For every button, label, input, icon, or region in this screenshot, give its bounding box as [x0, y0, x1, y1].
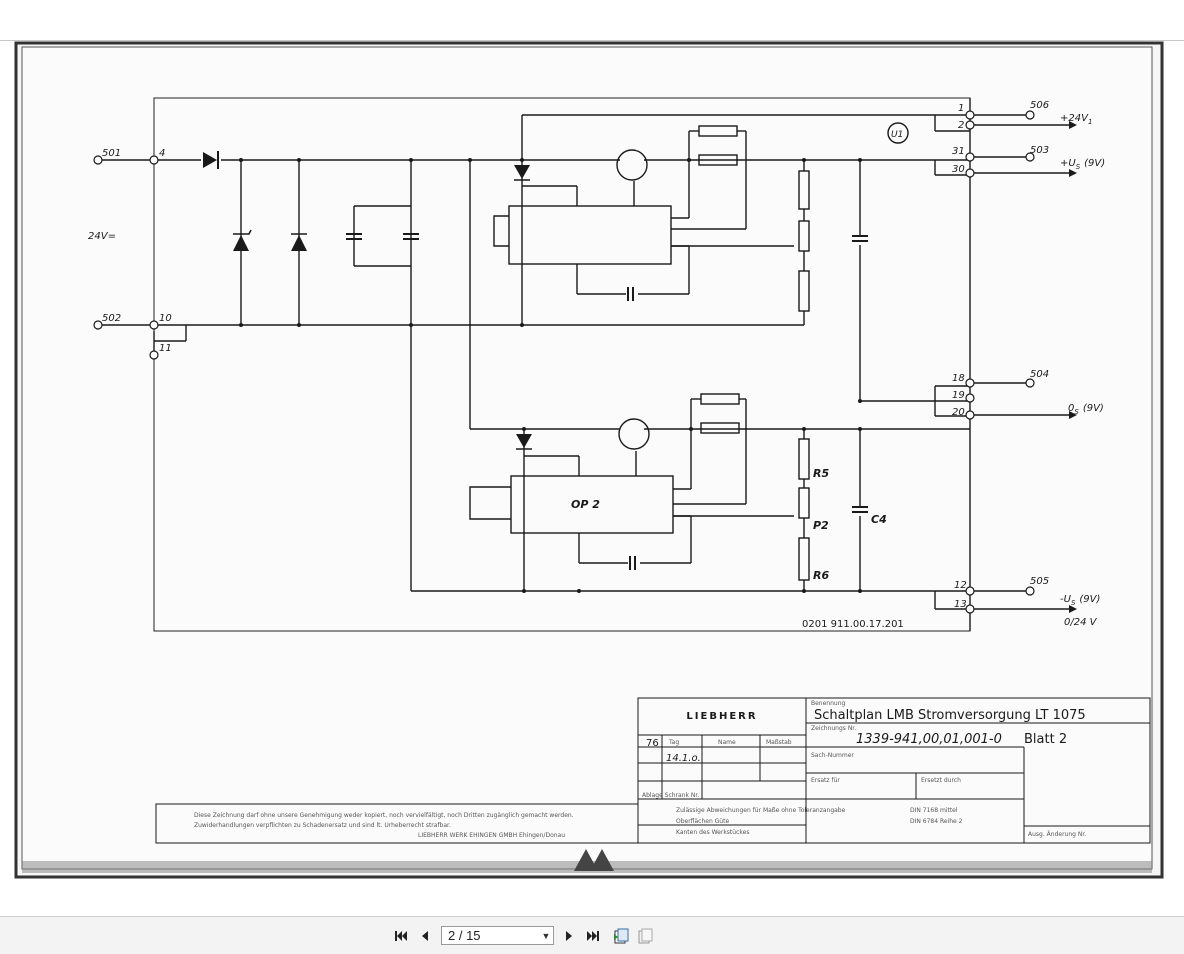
node-18: 18 [952, 373, 965, 384]
tolerance-line-3: Kanten des Werkstückes [676, 829, 749, 836]
copyright-line-2: Zuwiderhandlungen verpflichten zu Schade… [194, 822, 451, 829]
single-page-view-icon[interactable] [610, 925, 632, 947]
tolerance-line-2: Oberflächen Güte [676, 818, 729, 825]
terminal-505: 505 [1030, 576, 1049, 587]
copyright-line-3: LIEBHERR WERK EHINGEN GMBH Ehingen/Donau [418, 832, 565, 839]
page-number-select[interactable]: 2 / 15 ▼ [441, 926, 554, 945]
node-1: 1 [958, 103, 964, 114]
node-11: 11 [159, 343, 172, 354]
year-field: 76 [646, 738, 659, 749]
minus-us-label: -US(9V) [1060, 594, 1100, 607]
terminal-503: 503 [1030, 145, 1049, 156]
drawing-reference: 0201 911.00.17.201 [802, 619, 904, 630]
tolerance-din-2: DIN 6784 Reihe 2 [910, 818, 963, 825]
sheet-number: Blatt 2 [1024, 732, 1067, 747]
page-indicator: 2 / 15 [448, 928, 481, 943]
massstab-label: Maßstab [766, 739, 792, 746]
tolerance-din-1: DIN 7168 mittel [910, 807, 958, 814]
node-19: 19 [952, 390, 965, 401]
r5-label: R5 [813, 467, 829, 480]
drawing-number: 1339-941,00,01,001-0 [856, 732, 1002, 747]
last-page-icon[interactable] [582, 925, 604, 947]
sach-nummer-label: Sach-Nummer [811, 752, 854, 759]
name-label: Name [718, 739, 736, 746]
zeichnungs-label: Zeichnungs Nr. [811, 725, 856, 732]
next-page-icon[interactable] [558, 925, 580, 947]
terminal-502: 502 [102, 313, 121, 324]
liebherr-logo: LIEBHERR [686, 711, 757, 722]
ersetzt-durch-label: Ersetzt durch [921, 777, 961, 784]
first-page-icon[interactable] [390, 925, 412, 947]
terminal-504: 504 [1030, 369, 1049, 380]
node-10: 10 [159, 313, 172, 324]
node-30: 30 [952, 164, 965, 175]
copyright-line-1: Diese Zeichnung darf ohne unsere Genehmi… [194, 812, 574, 819]
aenderung-label: Ausg. Änderung Nr. [1028, 831, 1086, 838]
zero-s-label: 0S(9V) [1068, 403, 1104, 416]
input-voltage-label: 24V= [88, 231, 116, 242]
drawing-title: Schaltplan LMB Stromversorgung LT 1075 [814, 708, 1086, 723]
node-4: 4 [159, 148, 165, 159]
node-12: 12 [954, 580, 967, 591]
node-13: 13 [954, 599, 967, 610]
plus-us-label: +US(9V) [1060, 158, 1105, 171]
terminal-501: 501 [102, 148, 121, 159]
tolerance-line-1: Zulässige Abweichungen für Maße ohne Tol… [676, 807, 846, 814]
ablage-label: Ablage Schrank Nr. [642, 792, 699, 799]
u1-label: U1 [891, 130, 903, 140]
prev-page-icon[interactable] [414, 925, 436, 947]
viewer-top-bar [0, 0, 1184, 41]
p2-label: P2 [813, 519, 829, 532]
op2-label: OP 2 [571, 498, 600, 511]
schematic-drawing: 501 502 4 10 11 1 2 31 30 18 19 20 12 13… [14, 41, 1164, 879]
ersatz-fuer-label: Ersatz für [811, 777, 840, 784]
tag-label: Tag [668, 739, 679, 746]
zero-24v-label: 0/24 V [1064, 617, 1098, 628]
date-field: 14.1.o. [666, 753, 701, 764]
node-31: 31 [952, 146, 965, 157]
two-page-view-icon[interactable] [634, 925, 656, 947]
viewer-toolbar: 2 / 15 ▼ [0, 916, 1184, 954]
plus-24v-label: +24V1 [1060, 113, 1092, 126]
node-2: 2 [958, 120, 964, 131]
benennung-label: Benennung [811, 700, 846, 707]
c4-label: C4 [871, 513, 887, 526]
r6-label: R6 [813, 569, 829, 582]
document-viewport[interactable]: 501 502 4 10 11 1 2 31 30 18 19 20 12 13… [0, 41, 1184, 916]
terminal-506: 506 [1030, 100, 1049, 111]
node-20: 20 [952, 407, 965, 418]
chevron-down-icon: ▼ [541, 930, 551, 941]
document-page: 501 502 4 10 11 1 2 31 30 18 19 20 12 13… [14, 41, 1164, 879]
